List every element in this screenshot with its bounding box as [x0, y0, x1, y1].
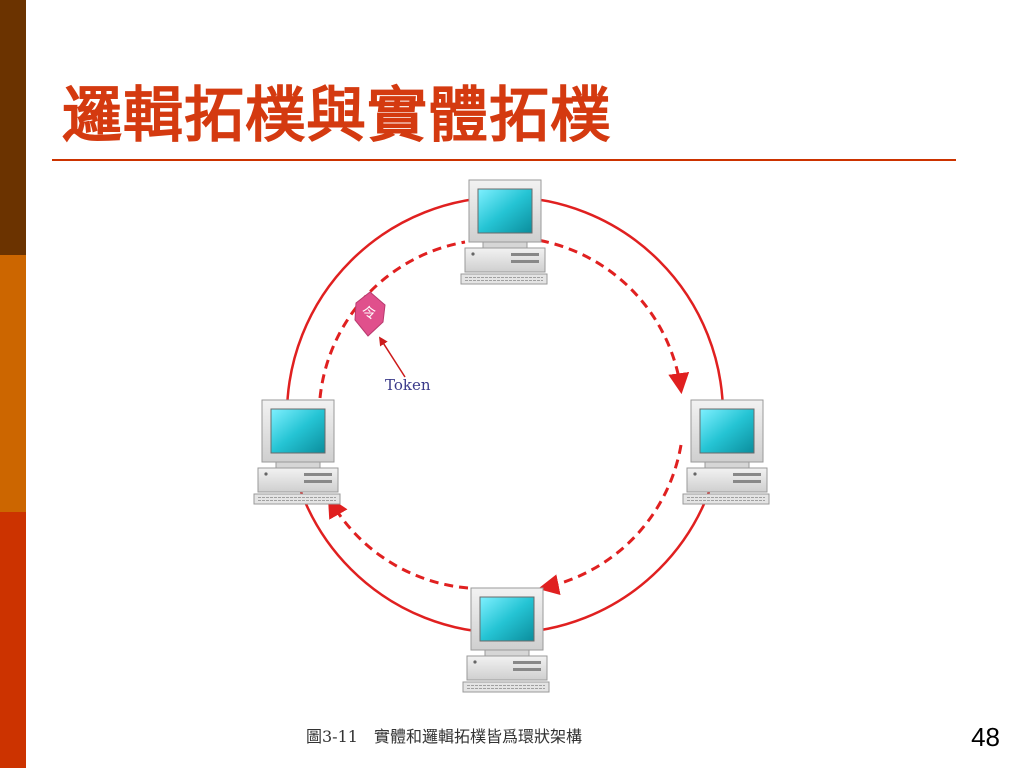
- computer-right: [682, 399, 770, 505]
- computer-bottom: [462, 587, 550, 693]
- page-number: 48: [971, 722, 1000, 752]
- computer-left: [253, 399, 341, 505]
- logical-arc-right-bottom: [537, 444, 683, 595]
- token-label: Token: [385, 376, 431, 394]
- token-symbol: 令: [362, 306, 376, 322]
- logical-ring: [318, 239, 690, 595]
- logical-arc-top-right: [539, 239, 690, 395]
- title-underline: [52, 159, 956, 161]
- slide-title: 邏輯拓樸與實體拓樸: [62, 81, 611, 151]
- logical-arc-bottom-left: [327, 496, 469, 590]
- computer-top: [460, 179, 548, 285]
- accent-bar-top: [0, 0, 26, 255]
- ring-topology-diagram: 令 Token: [253, 179, 770, 693]
- logical-arc-left-top: [318, 240, 466, 399]
- accent-bar-bottom: [0, 512, 26, 768]
- token-marker: 令: [354, 291, 386, 337]
- figure-caption: 圖3-11 實體和邏輯拓樸皆爲環狀架構: [306, 727, 582, 746]
- accent-bar-middle: [0, 255, 26, 512]
- token-pointer-arrow: [379, 336, 406, 378]
